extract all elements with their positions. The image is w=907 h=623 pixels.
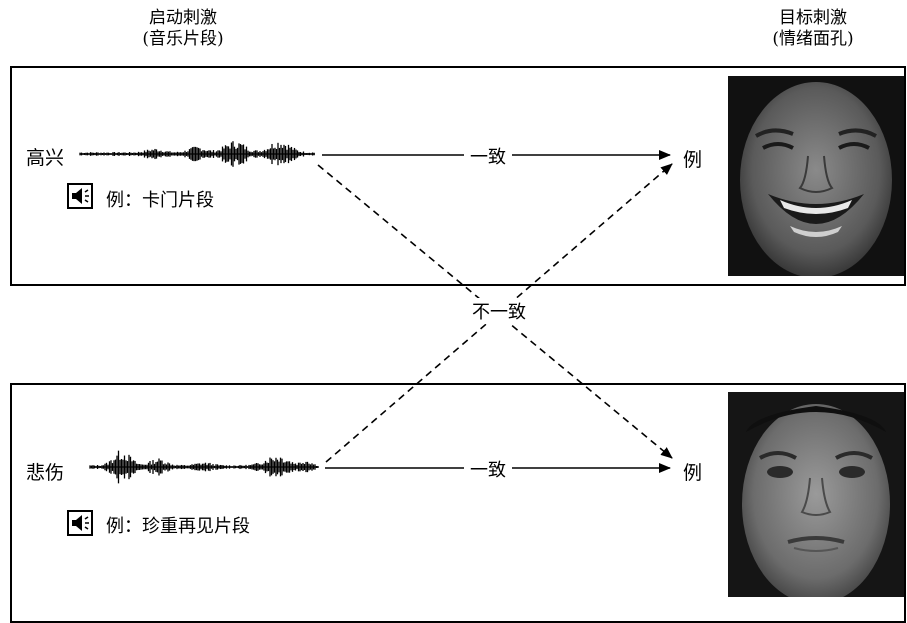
- target-title: 目标刺激: [779, 8, 847, 28]
- speaker-icon: [67, 183, 93, 209]
- sad-face: [728, 392, 904, 597]
- speaker-icon: [67, 510, 93, 536]
- happy-example-text: 例：卡门片段: [106, 190, 214, 211]
- top-congruent-label: 一致: [464, 143, 512, 169]
- sad-label: 悲伤: [26, 462, 65, 484]
- prime-subtitle: (音乐片段): [142, 29, 224, 49]
- happy-face: [728, 76, 904, 276]
- sad-waveform: [89, 450, 319, 484]
- top-target-label: 例: [683, 149, 703, 171]
- prime-header: 启动刺激 (音乐片段): [118, 8, 248, 50]
- prime-title: 启动刺激: [149, 8, 217, 28]
- incongruent-label: 不一致: [466, 298, 532, 324]
- target-header: 目标刺激 (情绪面孔): [748, 8, 878, 50]
- bottom-congruent-label: 一致: [464, 456, 512, 482]
- bottom-target-label: 例: [683, 462, 703, 484]
- happy-label: 高兴: [26, 147, 65, 169]
- diagram-overlay: [79, 141, 673, 484]
- happy-waveform: [79, 141, 315, 167]
- sad-example-text: 例：珍重再见片段: [106, 516, 250, 537]
- target-subtitle: (情绪面孔): [772, 29, 854, 49]
